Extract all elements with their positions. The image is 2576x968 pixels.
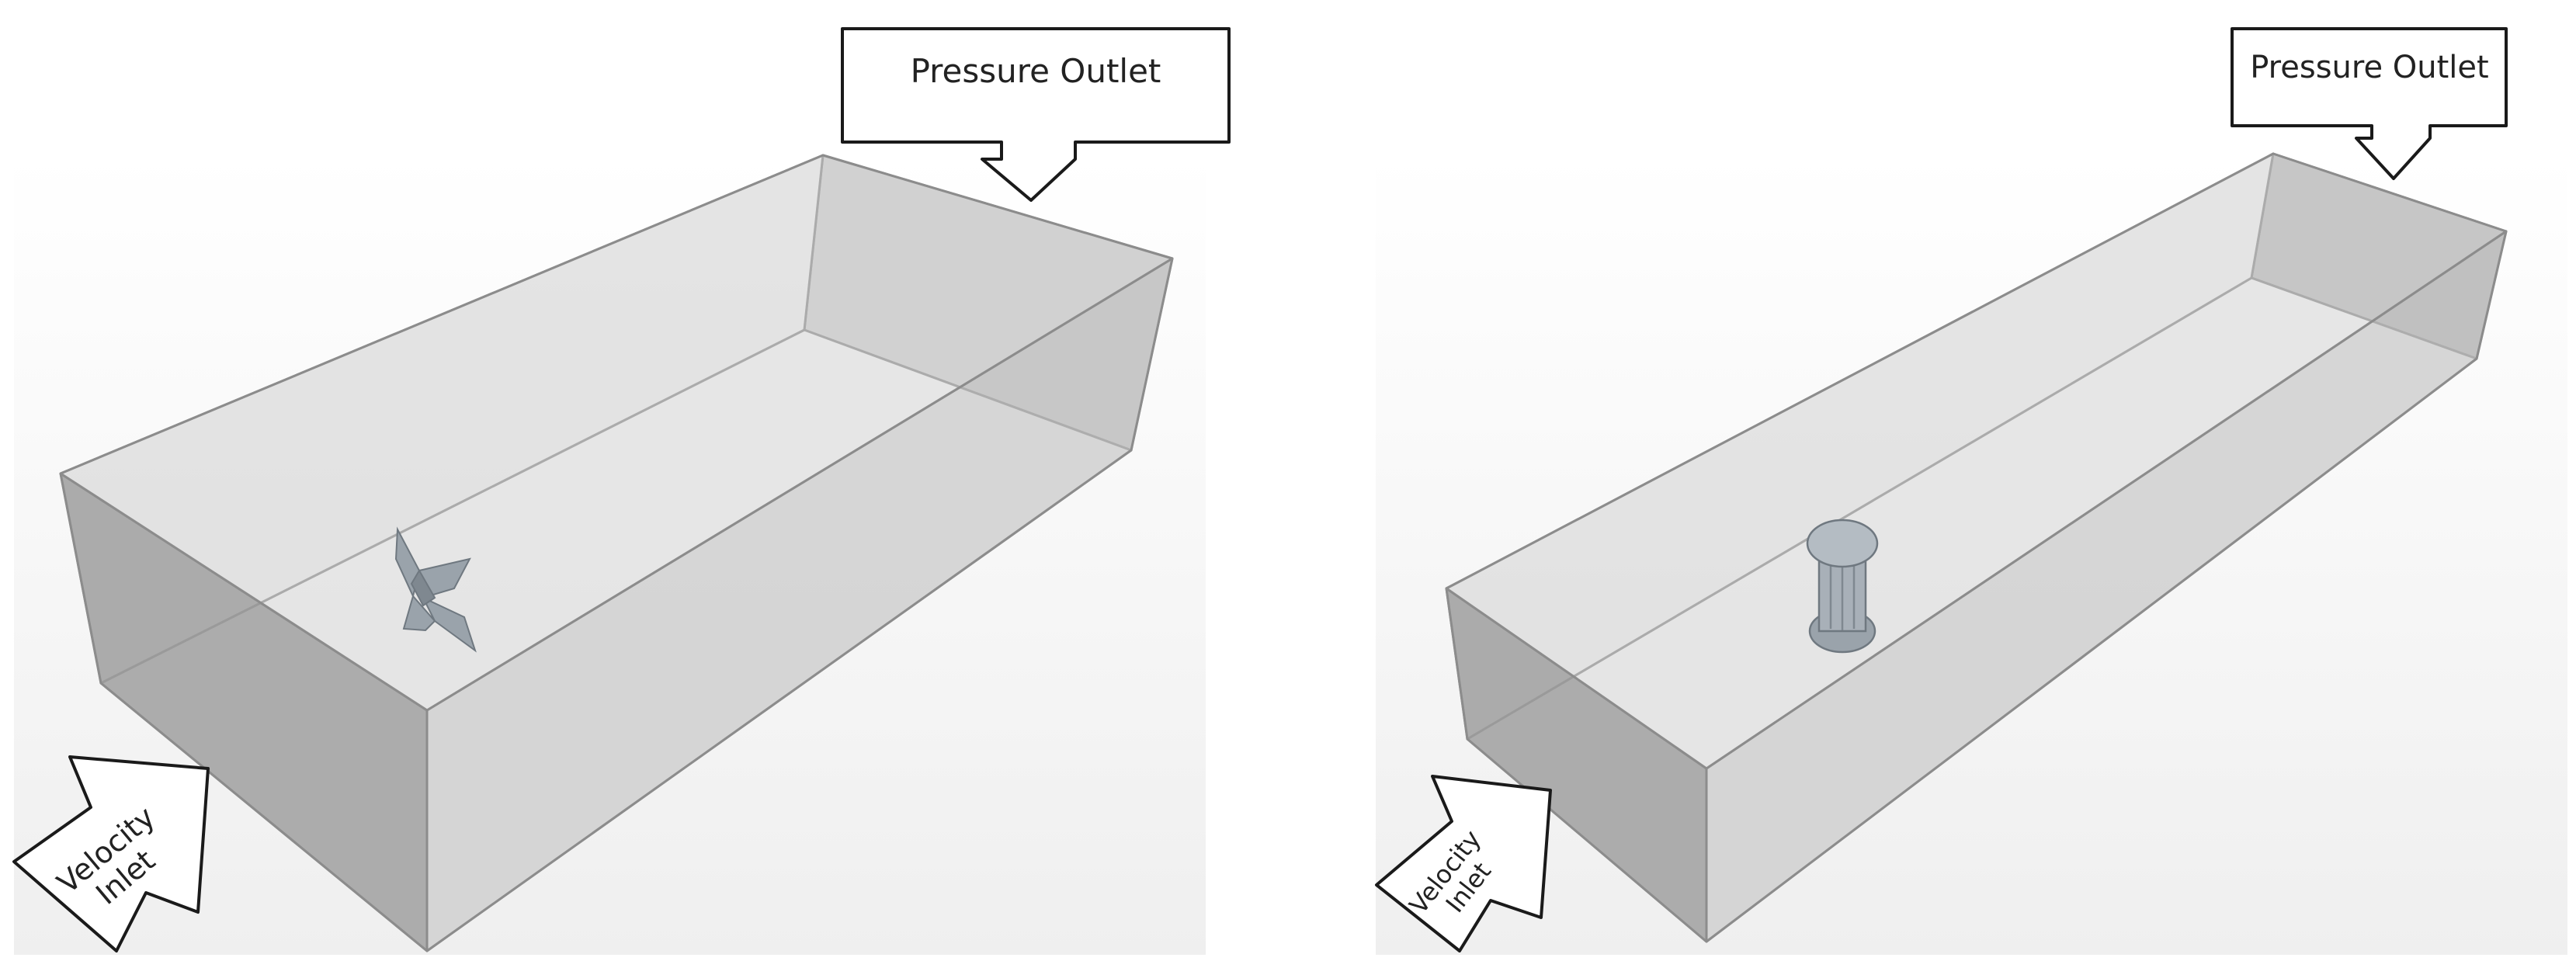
right-velocity-inlet-arrow: Velocity Inlet: [1375, 775, 1552, 952]
cross-flow-rotor-icon: [394, 526, 477, 653]
left-pressure-outlet-callout: Pressure Outlet: [841, 27, 1231, 202]
right-pressure-outlet-label: Pressure Outlet: [2250, 50, 2488, 85]
right-pressure-outlet-callout: Pressure Outlet: [2231, 27, 2508, 180]
left-velocity-inlet-arrow: Velocity Inlet: [12, 755, 210, 952]
right-domain-box: [1445, 152, 2508, 943]
left-pressure-outlet-label: Pressure Outlet: [911, 52, 1161, 90]
left-domain-box: [59, 154, 1174, 952]
cylinder-rotor-icon: [1806, 519, 1879, 654]
